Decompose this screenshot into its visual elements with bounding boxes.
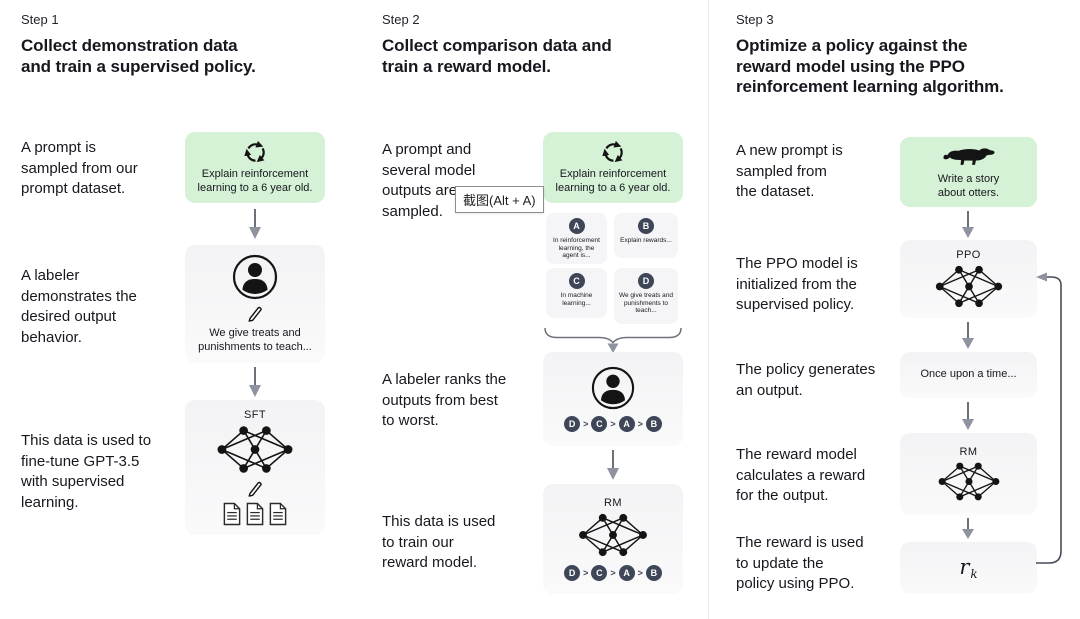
flow-arrow-down <box>249 209 261 239</box>
rank-badge: C <box>591 565 608 581</box>
step1-title: Collect demonstration data and train a s… <box>21 36 256 76</box>
step1-paragraph-data: This data is used to fine-tune GPT-3.5 w… <box>21 432 152 511</box>
flow-arrow-down <box>962 518 974 539</box>
labeler-person-icon <box>232 254 278 300</box>
step2-title: Collect comparison data and train a rewa… <box>382 36 612 76</box>
output-card-d: D We give treats and punishments to teac… <box>614 268 678 324</box>
sft-model-label: SFT <box>244 409 266 421</box>
output-card-c: C In machine learning... <box>546 268 607 318</box>
demonstration-text: We give treats and punishments to teach.… <box>198 327 312 353</box>
rank-separator: > <box>637 568 643 578</box>
rank-badge: B <box>645 416 662 432</box>
output-badge: A <box>568 218 585 234</box>
step2-rm-card: RM D > C > A > B <box>543 484 683 594</box>
screenshot-tooltip: 截图(Alt + A) <box>455 186 544 213</box>
step3-rm-card: RM <box>900 433 1037 515</box>
step1-label: Step 1 <box>21 12 59 27</box>
rank-badge: D <box>564 416 581 432</box>
converge-brace-arrow <box>544 327 682 353</box>
flow-arrow-down <box>962 402 974 430</box>
ranking-row: D > C > A > B <box>564 416 662 432</box>
step3-paragraph-update: The reward is used to update the policy … <box>736 534 864 592</box>
refresh-cycle-icon <box>243 140 265 163</box>
step3-output-card: Once upon a time... <box>900 352 1037 398</box>
rank-separator: > <box>583 568 589 578</box>
step2-ranking-card: D > C > A > B <box>543 352 683 446</box>
flow-arrow-down <box>962 322 974 349</box>
prompt-text: Write a story about otters. <box>937 173 1000 199</box>
rank-badge: C <box>591 416 608 432</box>
reward-symbol: r <box>959 554 970 579</box>
step3-paragraph-prompt: A new prompt is sampled from the dataset… <box>736 142 843 200</box>
step2-paragraph-train: This data is used to train our reward mo… <box>382 513 496 571</box>
reward-subscript: k <box>970 567 978 582</box>
step2-paragraph-rank: A labeler ranks the outputs from best to… <box>382 371 507 429</box>
prompt-text: Explain reinforcement learning to a 6 ye… <box>197 168 313 194</box>
step1-paragraph-prompt: A prompt is sampled from our prompt data… <box>21 139 138 197</box>
refresh-cycle-icon <box>601 140 623 163</box>
step3-reward-card: rk <box>900 542 1037 594</box>
rank-separator: > <box>637 419 643 429</box>
output-badge: B <box>638 218 654 234</box>
rank-badge: D <box>564 565 581 581</box>
rank-badge: A <box>618 416 635 432</box>
labeler-person-icon <box>591 366 635 410</box>
rank-separator: > <box>583 419 589 429</box>
neural-network-icon <box>935 265 1002 307</box>
step3-paragraph-init: The PPO model is initialized from the su… <box>736 255 858 313</box>
step3-prompt-card: Write a story about otters. <box>900 137 1037 207</box>
output-text: In reinforcement learning, the agent is.… <box>553 237 600 260</box>
step1-sft-card: SFT <box>185 400 325 535</box>
rank-badge: B <box>645 565 662 581</box>
step1-paragraph-labeler: A labeler demonstrates the desired outpu… <box>21 267 137 346</box>
output-text: Explain rewards... <box>620 237 672 244</box>
step3-paragraph-reward: The reward model calculates a reward for… <box>736 446 866 504</box>
step3-paragraph-output: The policy generates an output. <box>736 361 876 399</box>
rm-model-label: RM <box>959 445 978 458</box>
rank-separator: > <box>610 419 616 429</box>
rank-separator: > <box>610 568 616 578</box>
reward-value: rk <box>959 555 977 581</box>
output-card-b: B Explain rewards... <box>614 213 678 258</box>
neural-network-icon <box>217 426 293 473</box>
prompt-text: Explain reinforcement learning to a 6 ye… <box>555 168 671 194</box>
step1-demonstration-card: We give treats and punishments to teach.… <box>185 245 325 363</box>
pencil-icon <box>248 306 262 322</box>
step2-label: Step 2 <box>382 12 420 27</box>
documents-icon <box>222 502 288 526</box>
neural-network-icon <box>579 513 647 557</box>
step2-prompt-card: Explain reinforcement learning to a 6 ye… <box>543 132 683 203</box>
flow-arrow-down <box>962 211 974 238</box>
output-badge: C <box>568 273 585 289</box>
output-badge: D <box>638 273 654 289</box>
otter-icon <box>942 148 995 165</box>
rm-model-label: RM <box>604 497 622 509</box>
neural-network-icon <box>938 462 999 500</box>
ppo-model-label: PPO <box>956 248 981 261</box>
step3-ppo-card: PPO <box>900 240 1037 318</box>
rank-badge: A <box>618 565 635 581</box>
step3-label: Step 3 <box>736 12 774 27</box>
feedback-loop-arrow <box>1036 272 1062 564</box>
step1-prompt-card: Explain reinforcement learning to a 6 ye… <box>185 132 325 203</box>
flow-arrow-down <box>249 367 261 397</box>
output-text: In machine learning... <box>560 292 593 307</box>
output-text: We give treats and punishments to teach.… <box>618 292 674 315</box>
pencil-icon <box>248 481 262 497</box>
generated-output-text: Once upon a time... <box>920 368 1017 381</box>
flow-arrow-down <box>607 450 619 480</box>
ranking-row: D > C > A > B <box>564 565 662 581</box>
output-card-a: A In reinforcement learning, the agent i… <box>546 213 607 264</box>
step2-paragraph-prompt: A prompt and several model outputs are s… <box>382 141 476 220</box>
column-divider <box>708 0 709 619</box>
step3-title: Optimize a policy against the reward mod… <box>736 36 1004 96</box>
